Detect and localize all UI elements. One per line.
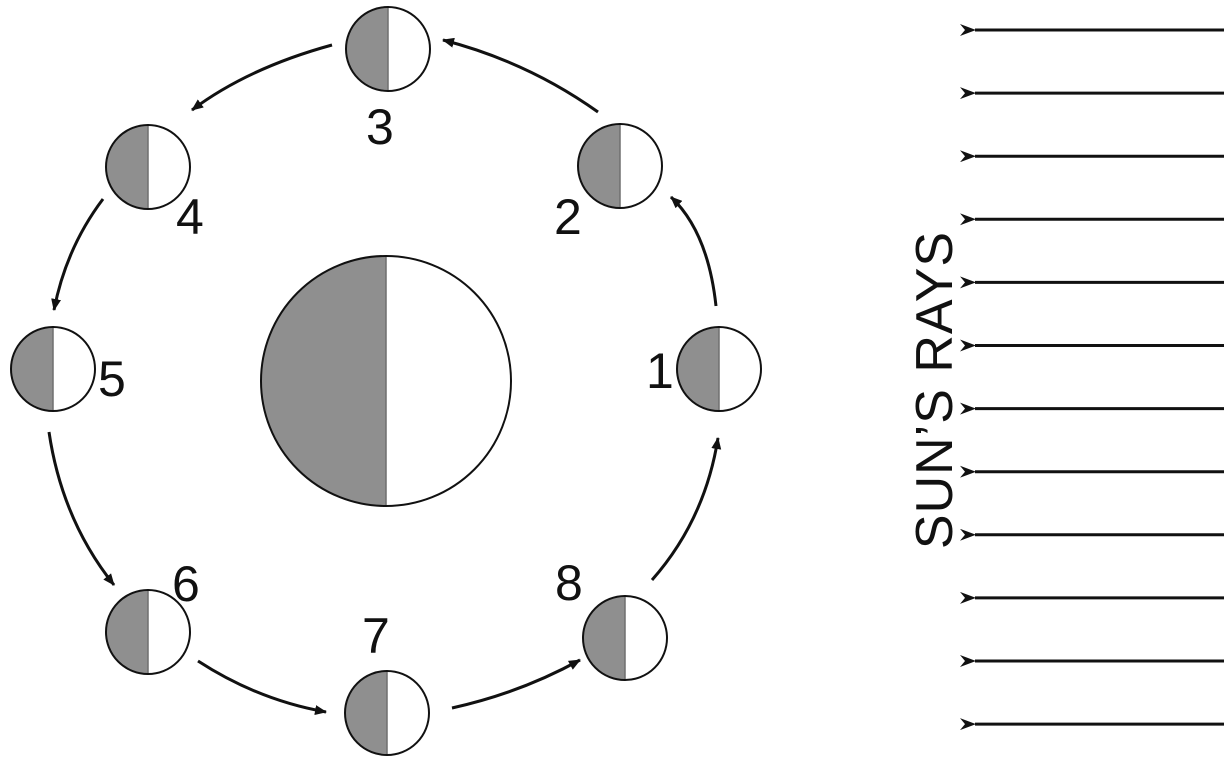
moon-position-6 [105, 589, 191, 675]
earth [260, 255, 512, 507]
orbit-arrow-4-to-5 [51, 198, 105, 311]
moon-position-3-shadow-half [346, 7, 388, 91]
earth-shadow-half [261, 256, 386, 506]
position-label-2: 2 [554, 189, 582, 245]
position-label-4: 4 [176, 189, 204, 245]
moon-position-6-outline [105, 589, 191, 675]
earth-outline [260, 255, 512, 507]
moon-position-4-outline [105, 124, 191, 210]
position-labels: 1 2 3 4 5 6 7 8 [98, 99, 674, 664]
position-label-3: 3 [366, 99, 394, 155]
orbit-arrow-1-to-2 [669, 195, 718, 307]
moon-position-7-outline [344, 670, 430, 756]
moon-position-2-shadow-half [578, 124, 620, 208]
orbit-arrow-6-to-7 [197, 659, 327, 716]
orbit-arrow-5-to-6 [47, 431, 116, 586]
moon-position-5-outline [10, 326, 96, 412]
sun-rays [960, 24, 1224, 731]
position-label-5: 5 [98, 351, 126, 407]
moon-position-5 [10, 326, 96, 412]
position-label-8: 8 [555, 555, 583, 611]
orbit-arrow-2-to-3 [442, 37, 599, 114]
moon-position-4 [105, 124, 191, 210]
moon-position-8-shadow-half [583, 596, 625, 680]
orbit-arrows [47, 37, 722, 716]
moon-position-6-shadow-half [106, 590, 148, 674]
moon-position-2-outline [577, 123, 663, 209]
orbit-arrow-3-to-4 [191, 43, 333, 112]
position-label-7: 7 [362, 608, 390, 664]
position-label-6: 6 [172, 556, 200, 612]
moon-position-8-outline [582, 595, 668, 681]
orbit-arrow-7-to-8 [451, 658, 581, 710]
moon-position-8 [582, 595, 668, 681]
moon-position-4-shadow-half [106, 125, 148, 209]
moon-position-1-outline [676, 326, 762, 412]
orbit-positions [10, 6, 762, 756]
moon-position-5-shadow-half [11, 327, 53, 411]
orbit-arrow-8-to-1 [650, 437, 722, 581]
moon-position-3-outline [345, 6, 431, 92]
sun-rays-label: SUN’S RAYS [906, 231, 964, 549]
earth-globe [260, 255, 512, 507]
moon-position-3 [345, 6, 431, 92]
moon-position-2 [577, 123, 663, 209]
moon-position-1 [676, 326, 762, 412]
position-label-1: 1 [646, 343, 674, 399]
moon-position-1-shadow-half [677, 327, 719, 411]
moon-position-7 [344, 670, 430, 756]
moon-position-7-shadow-half [345, 671, 387, 755]
